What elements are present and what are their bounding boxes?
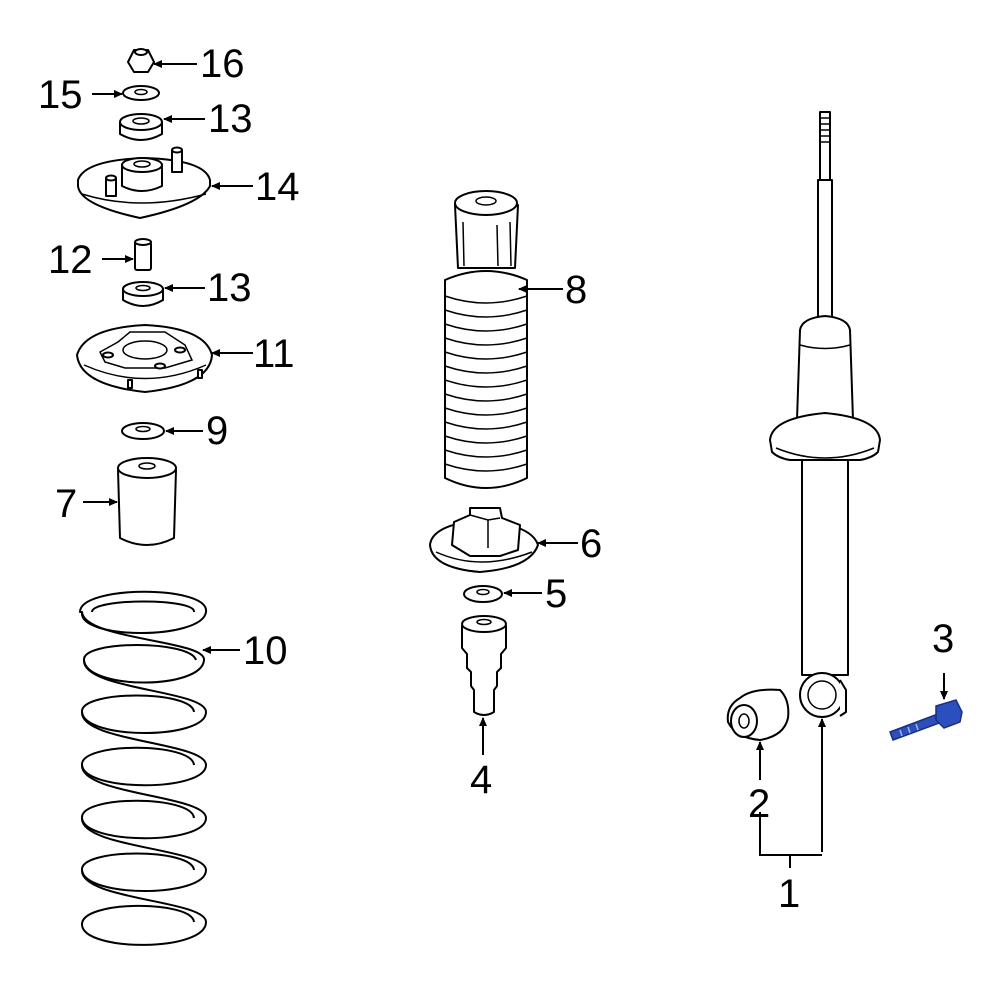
label-10: 10 (243, 629, 288, 673)
washer-5 (463, 585, 503, 603)
label-15: 15 (38, 73, 83, 117)
spring-seat-6 (429, 507, 539, 573)
cover-7 (117, 457, 177, 546)
bushing-2 (726, 688, 790, 741)
leader-lines (83, 60, 948, 868)
label-7: 7 (55, 482, 77, 526)
label-11: 11 (253, 332, 295, 376)
label-4: 4 (470, 758, 492, 802)
label-6: 6 (580, 522, 602, 566)
label-5: 5 (545, 572, 567, 616)
label-2: 2 (748, 782, 770, 826)
bushing-13-upper (119, 113, 163, 141)
label-12: 12 (48, 238, 93, 282)
nut-16 (127, 48, 155, 73)
dust-boot-8 (444, 190, 528, 489)
label-8: 8 (565, 268, 587, 312)
bump-stop-4 (461, 615, 507, 716)
label-13-lower: 13 (207, 266, 252, 310)
label-14: 14 (255, 165, 300, 209)
bushing-13-lower (122, 281, 164, 307)
shock-absorber-1 (769, 111, 881, 718)
coil-spring-10 (79, 590, 208, 946)
collar-12 (134, 238, 152, 271)
lower-mount-11 (76, 324, 213, 393)
bolt-3 (889, 699, 963, 741)
label-13-upper: 13 (208, 97, 253, 141)
label-16: 16 (200, 42, 245, 86)
washer-9 (121, 422, 165, 440)
mount-plate-14 (77, 146, 211, 219)
washer-15 (122, 85, 160, 101)
label-3: 3 (932, 617, 954, 661)
label-9: 9 (206, 409, 228, 453)
label-1: 1 (778, 872, 800, 916)
